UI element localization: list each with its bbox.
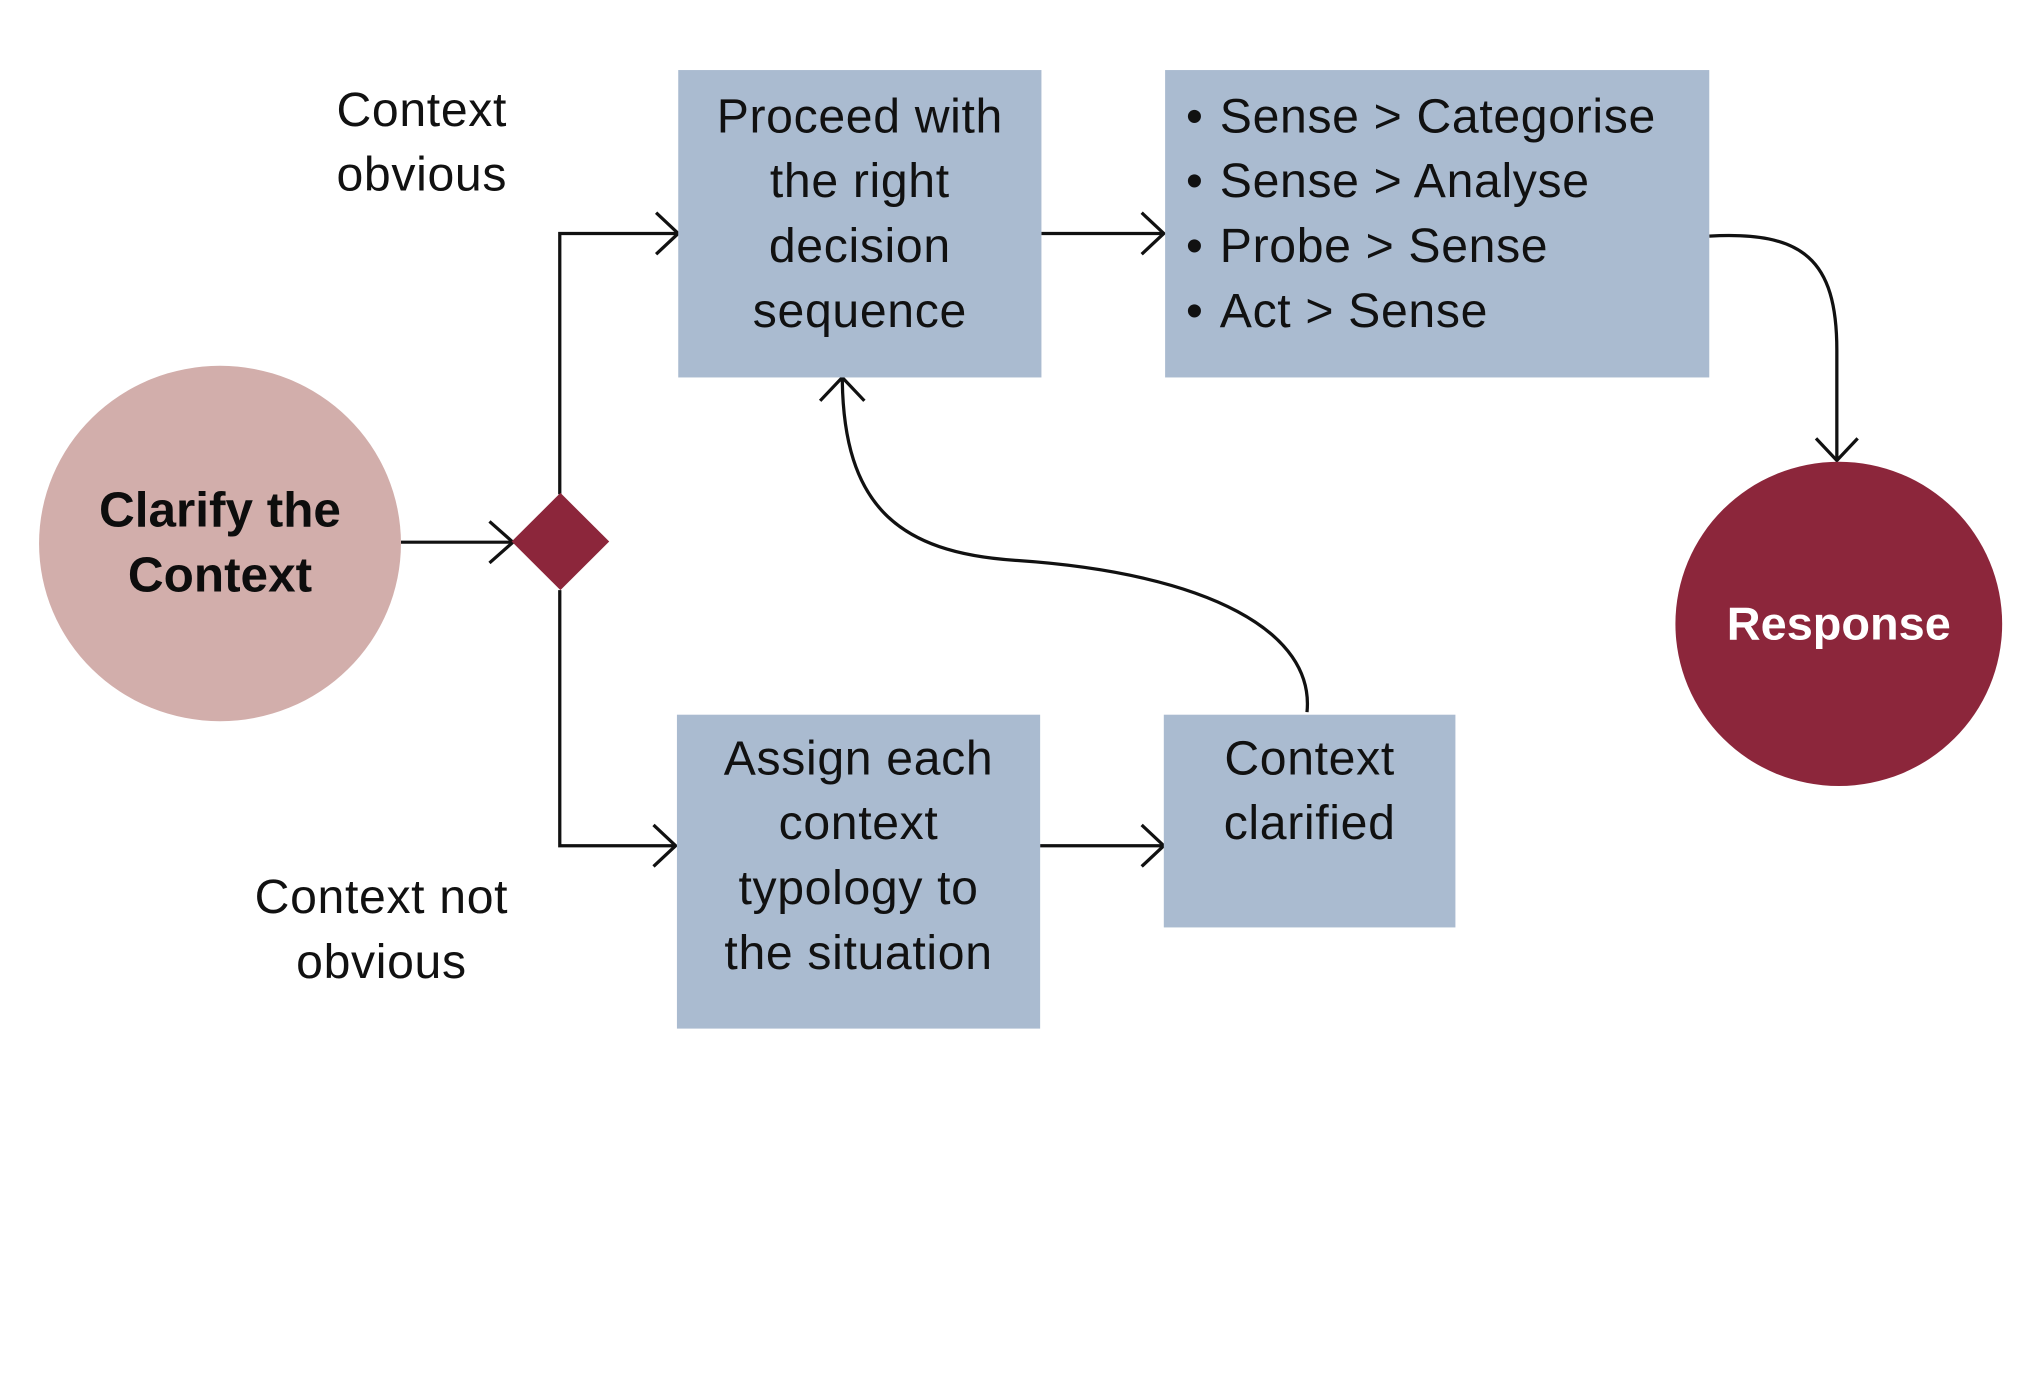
connector-layer <box>400 211 1859 868</box>
branch-label-context-obvious: Context obvious <box>336 83 508 202</box>
arrow-decision-to-assign <box>558 590 675 848</box>
arrow-clarified-to-proceed <box>840 378 1309 713</box>
process-box-decision-sequences: •Sense > Categorise •Sense > Analyse •Pr… <box>1165 70 1710 378</box>
process-box-clarified-label: Context clarified <box>1223 731 1396 850</box>
arrow-decision-to-proceed <box>558 231 677 495</box>
process-box-assign-typology: Assign each context typology to the situ… <box>676 714 1041 1029</box>
sequence-list: •Sense > Categorise •Sense > Analyse •Pr… <box>1186 84 1709 343</box>
start-node-label: Clarify the Context <box>99 483 341 604</box>
sequence-item-probe-sense: •Probe > Sense <box>1185 219 1549 273</box>
arrow-sequences-to-response <box>1709 233 1839 460</box>
branch-label-context-not-obvious: Context not obvious <box>254 870 509 989</box>
arrowhead-response <box>1814 437 1859 463</box>
sequence-item-sense-analyse: •Sense > Analyse <box>1185 154 1590 208</box>
process-box-proceed-label: Proceed with the right decision sequence <box>716 89 1003 338</box>
sequence-item-act-sense: •Act > Sense <box>1185 284 1489 338</box>
process-box-assign-label: Assign each context typology to the situ… <box>723 731 994 980</box>
process-box-context-clarified: Context clarified <box>1163 714 1456 928</box>
end-node-response: Response <box>1675 461 2003 787</box>
end-node-label: Response <box>1726 596 1951 650</box>
process-box-proceed: Proceed with the right decision sequence <box>678 70 1042 378</box>
arrowhead-sequences <box>1140 211 1167 256</box>
start-node-clarify-context: Clarify the Context <box>39 365 401 722</box>
sequence-item-sense-categorise: •Sense > Categorise <box>1185 89 1656 143</box>
arrowhead-assign <box>652 823 679 868</box>
